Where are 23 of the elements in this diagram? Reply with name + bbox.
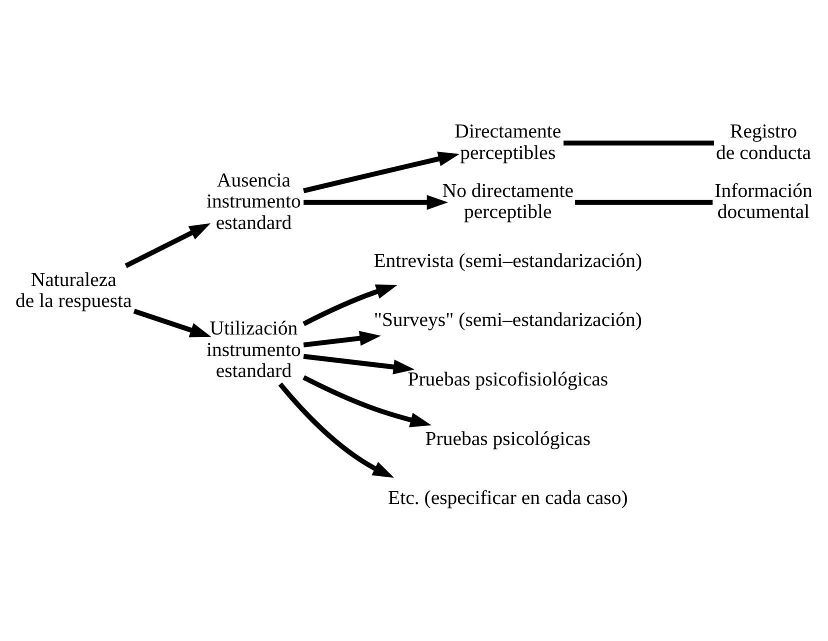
arrow [133,308,212,337]
arrow [302,374,432,427]
node-text: "Surveys" (semi–estandarización) [374,308,642,331]
arrow [278,382,394,478]
connector [564,140,714,146]
node-text: Pruebas psicológicas [425,427,591,450]
node-text: Naturaleza de la respuesta [15,268,132,312]
arrow [302,284,398,326]
node-text: Información documental [714,180,812,223]
arrow [303,330,381,347]
arrow [303,353,415,374]
arrow [124,222,211,268]
node-text: Registro de conducta [716,120,811,164]
node-text: Directamente perceptibles [454,120,562,164]
node-text: Etc. (especificar en cada caso) [388,486,628,509]
arrow [303,151,460,193]
node-text: Ausencia instrumento estandard [206,168,301,234]
arrow [304,194,448,210]
node-text: Pruebas psicofisiológicas [408,368,608,390]
node-text: Entrevista (semi–estandarización) [374,249,642,272]
connector [575,199,713,204]
node-text: No directamente perceptible [442,180,574,223]
node-text: Utilización instrumento estandard [206,317,301,382]
